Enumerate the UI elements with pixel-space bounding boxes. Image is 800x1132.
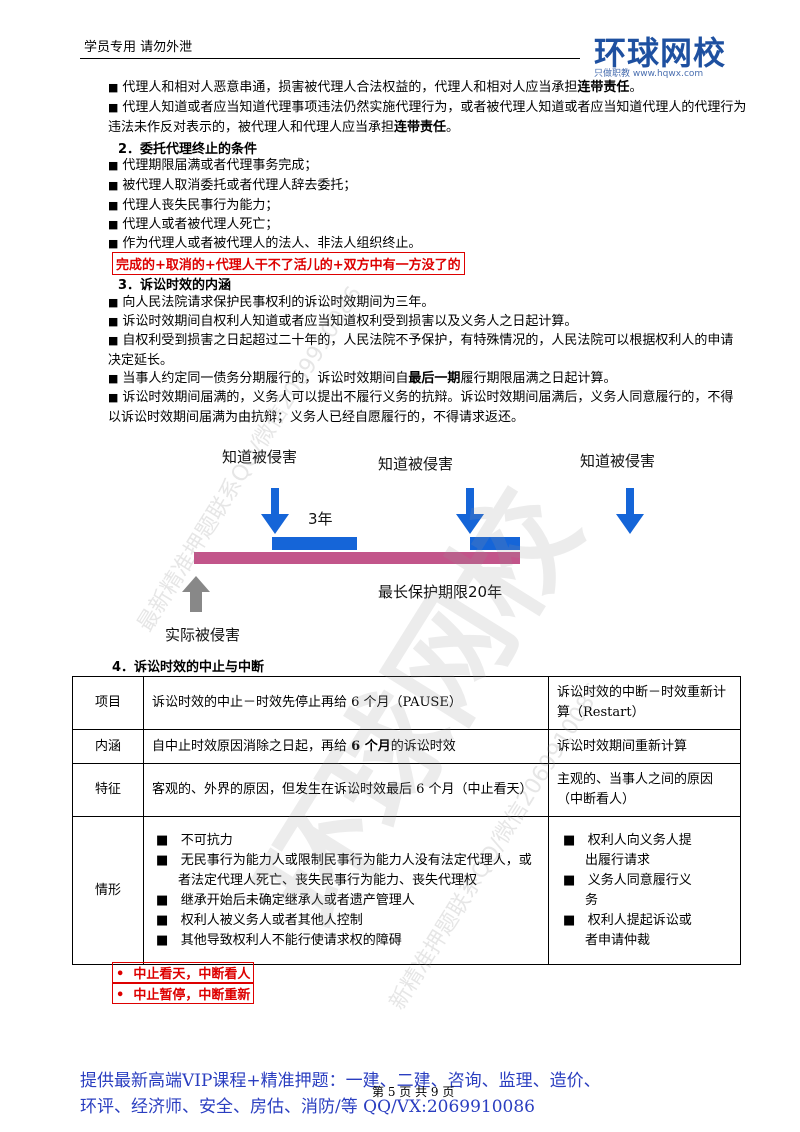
section-2-title: 2．委托代理终止的条件 [118,142,258,157]
square-bullet-icon: ■ [108,81,119,94]
logo-subtitle: 只做职教 www.hqwx.com [594,69,704,79]
diagram-label-known-2: 知道被侵害 [378,455,454,473]
section-2-item: ■代理期限届满或者代理事务完成； [108,158,318,173]
down-arrow-icon [456,488,484,534]
three-year-bar [470,537,520,550]
section-3-item: ■向人民法院请求保护民事权利的诉讼时效期间为三年。 [108,295,435,310]
table-cell-label: 情形 [72,816,144,965]
footer-line-1: 提供最新高端VIP课程+精准押题：一建、二建、咨询、监理、造价、 [80,1071,601,1091]
table-row: 项目 诉讼时效的中止－时效先停止再给 6 个月（PAUSE） 诉讼时效的中断－时… [72,676,741,730]
diagram-label-actual: 实际被侵害 [165,626,241,644]
section-4-title: 4．诉讼时效的中止与中断 [112,660,265,675]
list-item: ■ 义务人同意履行义务 [563,872,692,908]
table-cell-suspension: 客观的、外界的原因，但发生在诉讼时效最后 6 个月（中止看天） [143,763,549,817]
section-2-item: ■被代理人取消委托或者代理人辞去委托； [108,178,357,193]
list-item: ■ 其他导致权利人不能行使请求权的障碍 [156,932,402,948]
list-item: ■ 权利人提起诉讼或者申请仲裁 [563,912,692,948]
table-cell-label: 内涵 [72,729,144,764]
header-left-text: 学员专用 请勿外泄 [84,40,193,55]
table-cell-interruption: 诉讼时效期间重新计算 [548,729,741,764]
table-cell-label: 项目 [72,676,144,730]
table-row: 情形 ■ 不可抗力 ■ 无民事行为能力人或限制民事行为能力人没有法定代理人，或者… [72,816,741,965]
header-divider [80,58,580,59]
section-3-item: ■诉讼时效期间自权利人知道或者应当知道权利受到损害以及义务人之日起计算。 [108,314,578,329]
page-number: 第 5 页 共 9 页 [372,1085,455,1099]
diagram-label-3-years: 3年 [308,510,333,528]
section-3-title: 3．诉讼时效的内涵 [118,278,232,293]
table-cell-interruption: ■ 权利人向义务人提出履行请求 ■ 义务人同意履行义务 ■ 权利人提起诉讼或者申… [548,816,741,965]
section-2-item: ■代理人或者被代理人死亡； [108,217,279,232]
mnemonic-box: 完成的+取消的+代理人干不了活儿的+双方中有一方没了的 [112,252,465,275]
section-2-item: ■代理人丧失民事行为能力； [108,198,279,213]
list-item: ■ 权利人被义务人或者其他人控制 [156,912,363,928]
diagram-label-known-3: 知道被侵害 [580,452,656,470]
diagram-shapes [182,488,644,612]
comparison-table: 项目 诉讼时效的中止－时效先停止再给 6 个月（PAUSE） 诉讼时效的中断－时… [72,676,741,965]
up-arrow-icon [182,576,210,612]
list-item: ■ 继承开始后未确定继承人或者遗产管理人 [156,892,415,908]
three-year-bar [272,537,357,550]
down-arrow-icon [616,488,644,534]
logo: 环球网校 [594,34,727,72]
section-2-item: ■作为代理人或者被代理人的法人、非法人组织终止。 [108,236,422,251]
square-bullet-icon: ■ [108,101,119,114]
table-row: 内涵 自中止时效原因消除之日起，再给 6 个月的诉讼时效 诉讼时效期间重新计算 [72,729,741,764]
note-red-2: • 中止暂停，中断重新 [112,983,255,1004]
table-cell-suspension: 诉讼时效的中止－时效先停止再给 6 个月（PAUSE） [143,676,549,730]
table-cell-interruption: 诉讼时效的中断－时效重新计算（Restart） [548,676,741,730]
note-red-1: • 中止看天，中断看人 [112,962,255,983]
down-arrow-icon [261,488,289,534]
diagram-label-max-period: 最长保护期限20年 [378,583,503,601]
bullet-collusion: ■代理人和相对人恶意串通，损害被代理人合法权益的，代理人和相对人应当承担连带责任… [108,80,643,95]
list-item: ■ 权利人向义务人提出履行请求 [563,832,692,868]
footer-line-2: 环评、经济师、安全、房估、消防/等 QQ/VX:2069910086 [80,1097,535,1117]
section-3-item: ■诉讼时效期间届满的，义务人可以提出不履行义务的抗辩。诉讼时效期间届满后，义务人… [108,390,734,425]
table-cell-interruption: 主观的、当事人之间的原因（中断看人） [548,763,741,817]
statute-diagram: 知道被侵害 知道被侵害 知道被侵害 3年 最长保护期限20年 实际被侵害 [165,448,656,644]
twenty-year-bar [194,552,520,564]
table-cell-label: 特征 [72,763,144,817]
bullet-illegal-agency: ■代理人知道或者应当知道代理事项违法仍然实施代理行为，或者被代理人知道或者应当知… [108,100,747,135]
diagram-label-known-1: 知道被侵害 [222,448,298,466]
section-3-item: ■当事人约定同一债务分期履行的，诉讼时效期间自最后一期履行期限届满之日起计算。 [108,371,617,386]
section-3-item: ■自权利受到损害之日起超过二十年的，人民法院不予保护，有特殊情况的，人民法院可以… [108,333,734,368]
table-cell-suspension: ■ 不可抗力 ■ 无民事行为能力人或限制民事行为能力人没有法定代理人，或者法定代… [143,816,549,965]
list-item: ■ 无民事行为能力人或限制民事行为能力人没有法定代理人，或者法定代理人死亡、丧失… [156,852,532,888]
list-item: ■ 不可抗力 [156,832,233,848]
